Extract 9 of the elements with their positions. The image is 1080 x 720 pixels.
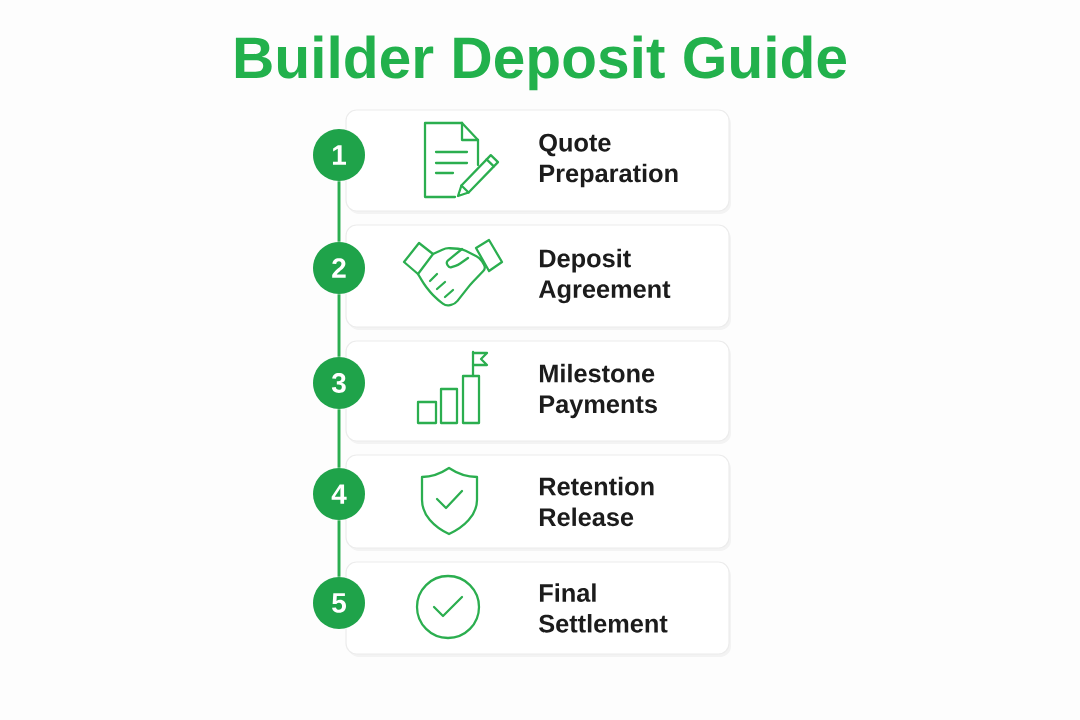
connector-line [337,520,341,577]
connector-line [337,181,341,242]
title: Builder Deposit Guide [235,35,847,91]
step-card: Milestone Payments [345,340,731,444]
connector-line [337,294,341,357]
step-card: Final Settlement [345,561,731,657]
step-card: Deposit Agreement [345,224,731,330]
connector-line [337,409,341,468]
step-card: Quote Preparation [345,109,731,214]
